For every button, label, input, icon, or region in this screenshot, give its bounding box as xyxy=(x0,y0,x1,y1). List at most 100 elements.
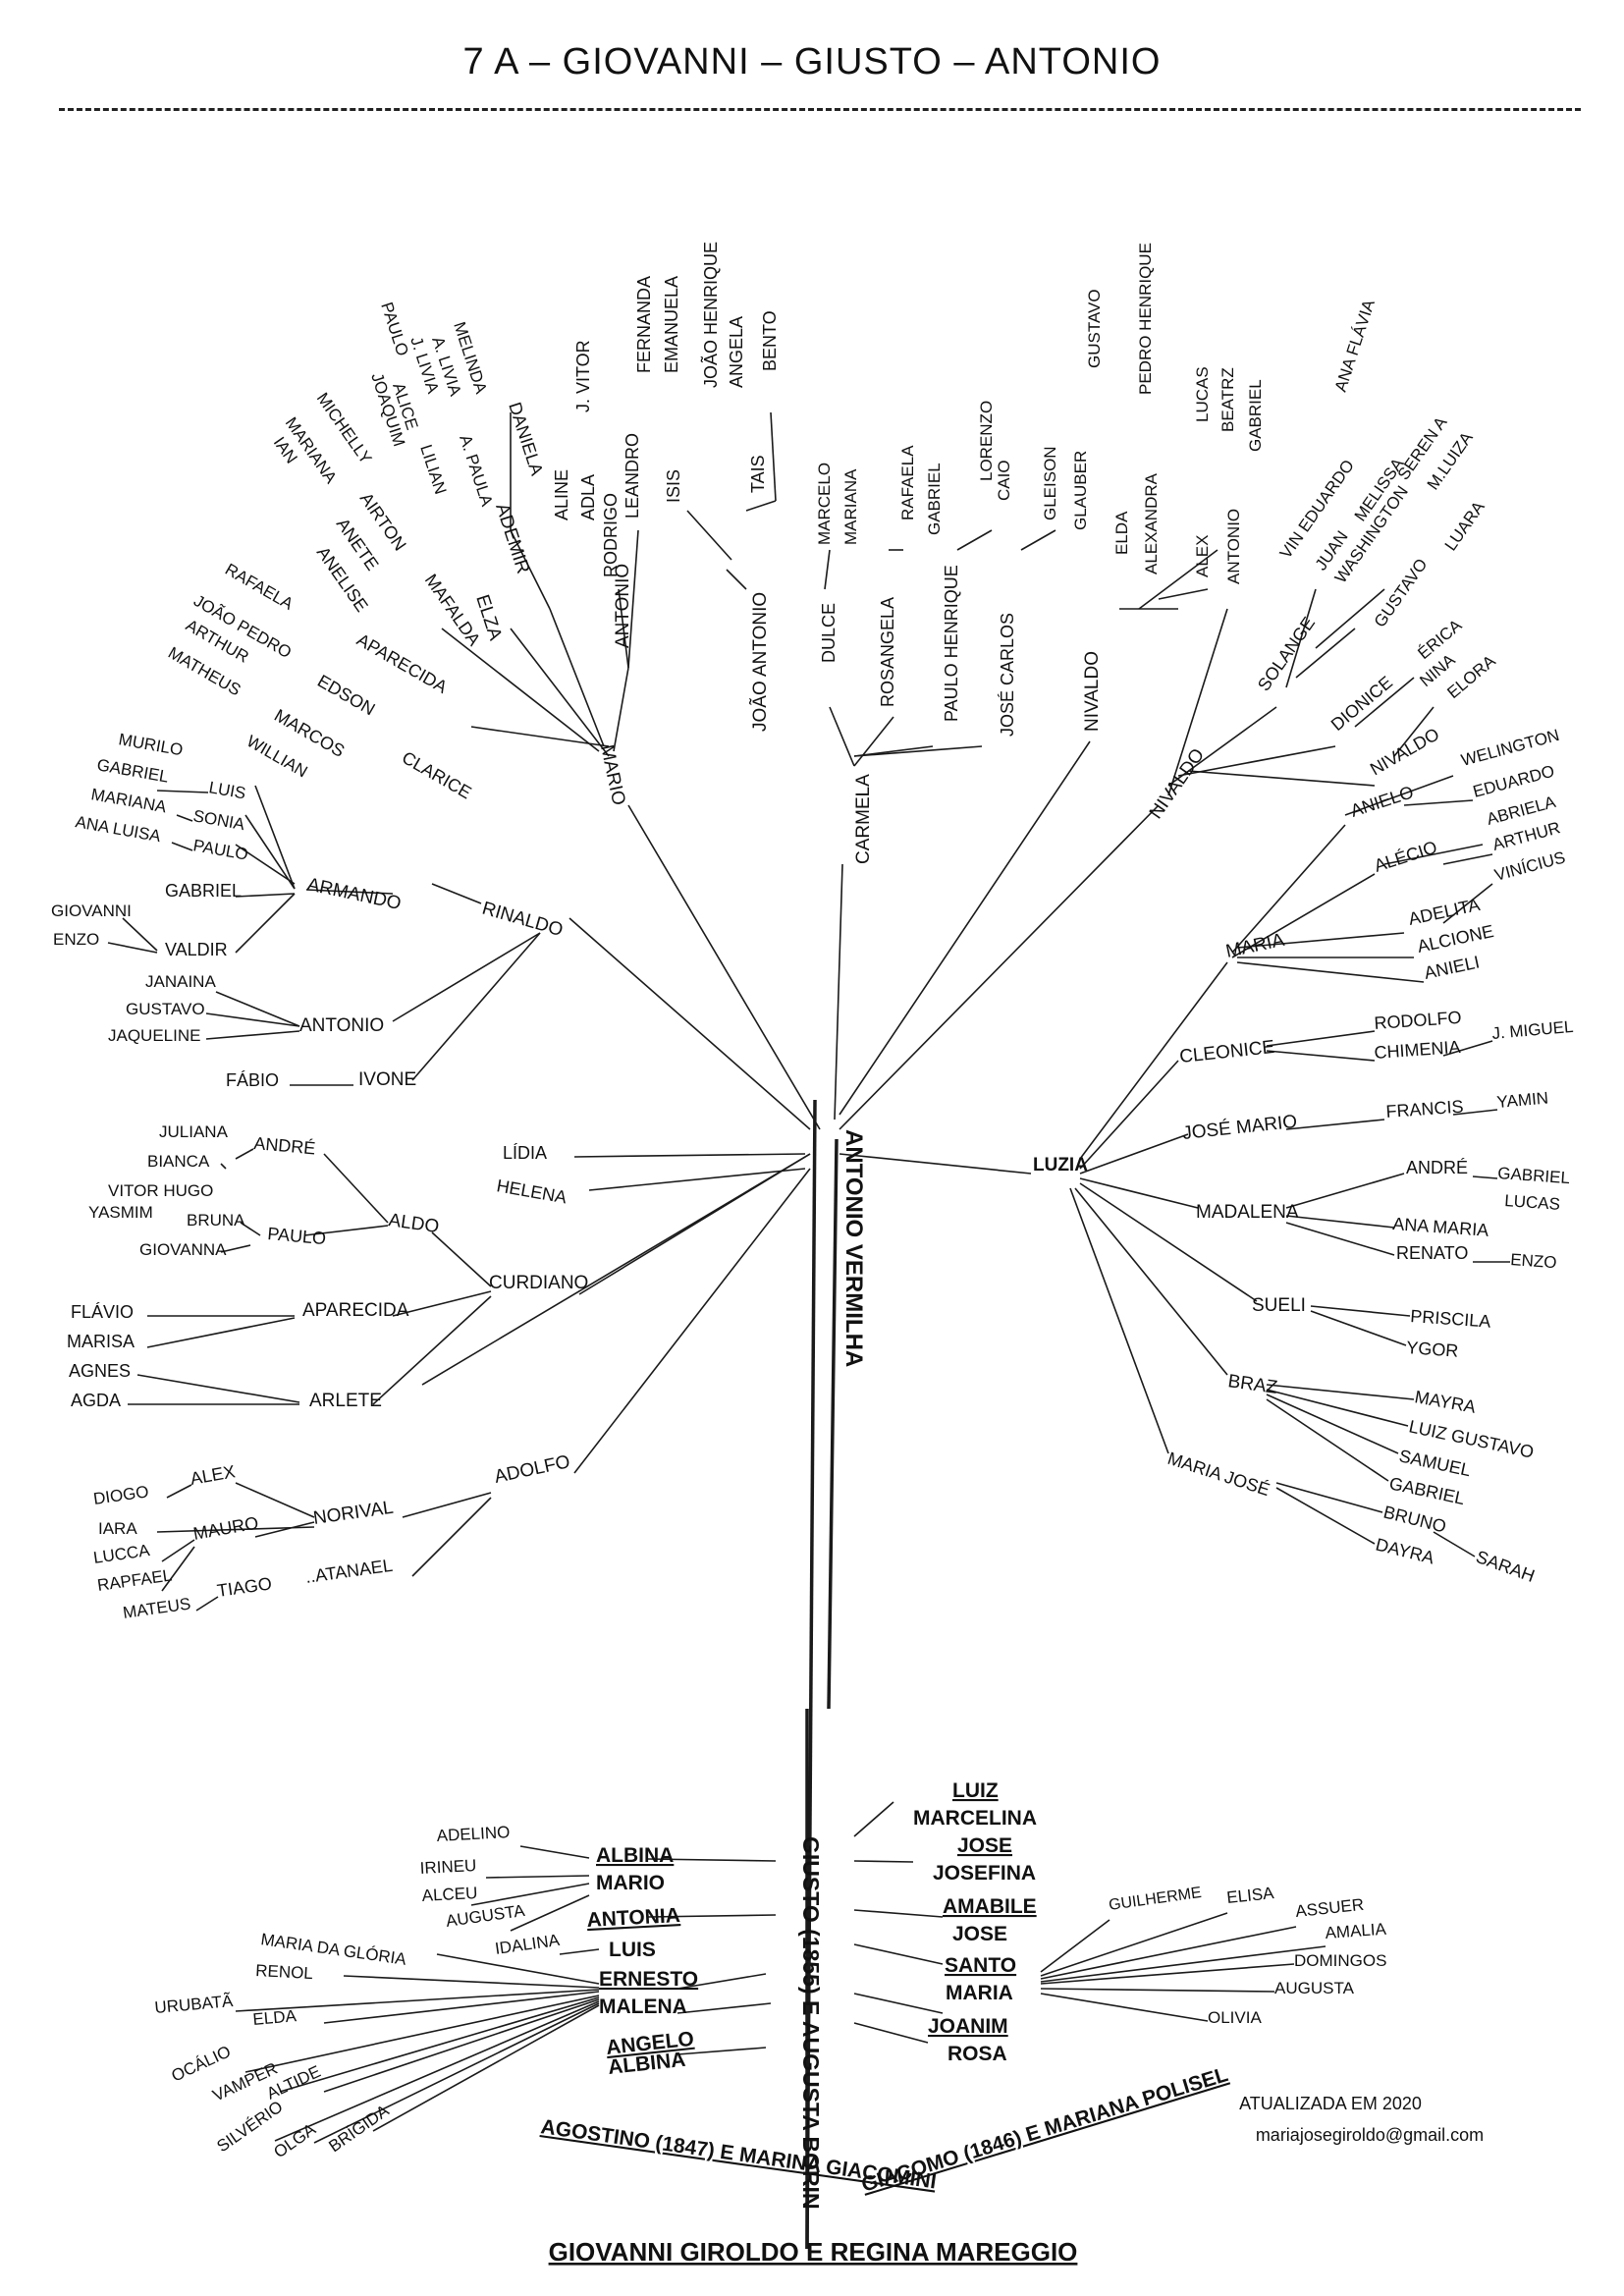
tree-connector-line xyxy=(166,1484,192,1499)
tree-connector-line xyxy=(1040,1963,1295,1985)
person-name-lucas-r: LUCAS xyxy=(1504,1191,1561,1214)
person-name-rosangela: ROSANGELA xyxy=(878,597,897,707)
tree-connector-line xyxy=(1275,1482,1383,1513)
tree-connector-line xyxy=(1158,588,1209,600)
tree-connector-line xyxy=(1266,1030,1376,1047)
tree-connector-line xyxy=(853,1860,914,1863)
person-name-olivia: OLIVIA xyxy=(1208,2008,1262,2027)
tree-connector-line xyxy=(1315,588,1385,649)
person-name-gustavo-top: GUSTAVO xyxy=(1085,289,1104,368)
person-name-ygor: YGOR xyxy=(1406,1338,1459,1361)
tree-connector-line xyxy=(1040,1912,1228,1977)
tree-connector-line xyxy=(1393,706,1435,757)
tree-connector-line xyxy=(235,844,296,885)
person-name-dionice: DIONICE xyxy=(1327,673,1396,736)
tree-connector-line xyxy=(1266,1389,1409,1427)
person-name-olga: OLGA xyxy=(270,2119,319,2161)
person-name-gabriel-top: GABRIEL xyxy=(1246,379,1265,452)
tree-connector-line xyxy=(588,1168,806,1191)
person-name-joao-henrique: JOÃO HENRIQUE xyxy=(700,242,721,388)
person-name-albina: ALBINA xyxy=(596,1844,674,1867)
person-name-lucca: LUCCA xyxy=(92,1541,151,1567)
person-name-assuer: ASSUER xyxy=(1294,1895,1365,1921)
tree-connector-line xyxy=(274,2000,600,2142)
tree-connector-line xyxy=(745,500,777,512)
tree-connector-line xyxy=(392,1290,492,1317)
person-name-diogo: DIOGO xyxy=(92,1482,150,1508)
person-name-paulo-l2: PAULO xyxy=(267,1224,327,1248)
tree-connector-line xyxy=(1079,1182,1258,1302)
person-name-lilian: LILIAN xyxy=(416,442,450,496)
person-name-joao-antonio: JOÃO ANTONIO xyxy=(749,592,771,732)
tree-connector-line xyxy=(1079,1177,1199,1209)
person-name-atanael: ..ATANAEL xyxy=(304,1556,394,1587)
tree-connector-line xyxy=(215,991,300,1027)
person-name-edson: EDSON xyxy=(314,671,378,719)
person-name-priscila: PRISCILA xyxy=(1410,1306,1491,1332)
person-name-antonio-l: ANTONIO xyxy=(299,1015,384,1036)
person-name-mariana-mid: MARIANA xyxy=(841,468,860,545)
person-name-angela-top: ANGELA xyxy=(727,316,746,388)
person-name-roots: GIOVANNI GIROLDO E REGINA MAREGGIO xyxy=(549,2237,1078,2267)
tree-connector-line xyxy=(853,1909,944,1918)
person-name-vitor-hugo: VITOR HUGO xyxy=(108,1181,213,1200)
tree-connector-line xyxy=(1383,844,1484,865)
person-name-adelino: ADELINO xyxy=(436,1823,511,1845)
person-name-iara: IARA xyxy=(98,1519,137,1538)
person-name-caio: CAIO xyxy=(995,460,1013,501)
tree-connector-line xyxy=(827,1138,839,1710)
tree-connector-line xyxy=(240,1222,261,1236)
tree-connector-line xyxy=(1442,883,1493,924)
tree-connector-line xyxy=(205,1030,300,1040)
tree-connector-line xyxy=(279,1996,600,2093)
person-name-joanim: JOANIM xyxy=(928,2015,1008,2038)
tree-connector-line xyxy=(171,842,193,851)
person-name-yamin: YAMIN xyxy=(1496,1088,1549,1112)
tree-connector-line xyxy=(436,1953,600,1985)
person-name-j-vitor: J. VITOR xyxy=(573,340,593,412)
tree-connector-line xyxy=(1138,549,1218,610)
tree-connector-line xyxy=(1266,1398,1389,1482)
person-name-tiago: TIAGO xyxy=(216,1573,273,1601)
tree-connector-line xyxy=(1295,628,1356,679)
tree-connector-line xyxy=(853,2022,929,2044)
tree-connector-line xyxy=(834,863,843,1121)
tree-connector-line xyxy=(235,1482,315,1518)
person-name-flavio: FLÁVIO xyxy=(71,1302,134,1322)
person-name-alcione: ALCIONE xyxy=(1416,921,1495,957)
tree-connector-line xyxy=(1167,706,1277,787)
person-name-ademir: ADEMIR xyxy=(491,501,533,576)
person-name-ocalio: OCÁLIO xyxy=(169,2042,234,2085)
person-name-jose-mario: JOSÉ MARIO xyxy=(1181,1112,1298,1144)
person-name-elda-top: ELDA xyxy=(1112,511,1131,555)
tree-connector-line xyxy=(1079,1060,1179,1170)
person-name-domingos: DOMINGOS xyxy=(1294,1951,1386,1970)
person-name-andre-l: ANDRÉ xyxy=(253,1133,317,1158)
tree-connector-line xyxy=(156,790,209,793)
person-name-adolfo: ADOLFO xyxy=(493,1451,572,1488)
person-name-glauber: GLAUBER xyxy=(1071,451,1090,530)
tree-connector-line xyxy=(161,1539,195,1562)
tree-connector-line xyxy=(549,608,605,747)
person-name-josefina: JOSEFINA xyxy=(933,1862,1036,1885)
person-name-rafaela-mid: RAFAELA xyxy=(898,445,917,520)
person-name-paulo-l: PAULO xyxy=(191,836,249,864)
tree-connector-line xyxy=(1020,529,1056,551)
person-name-irineu: IRINEU xyxy=(419,1856,477,1878)
tree-connector-line xyxy=(647,1914,777,1918)
person-name-rinaldo: RINALDO xyxy=(480,899,566,941)
tree-connector-line xyxy=(136,1374,300,1403)
person-name-nivaldo-top: NIVALDO xyxy=(1082,651,1103,732)
tree-connector-line xyxy=(1187,770,1376,787)
tree-connector-line xyxy=(305,889,394,895)
person-name-gleison: GLEISON xyxy=(1041,446,1059,520)
person-name-solange: SOLANGE xyxy=(1254,614,1319,695)
person-name-curdiano: CURDIANO xyxy=(489,1273,588,1293)
person-name-alex-top: ALEX xyxy=(1193,535,1212,577)
tree-connector-line xyxy=(323,1153,389,1224)
person-name-marcelo: MARCELO xyxy=(815,463,834,545)
person-name-bento: BENTO xyxy=(760,310,780,371)
person-name-gustavo-l: GUSTAVO xyxy=(126,1000,205,1018)
person-name-lucas-top: LUCAS xyxy=(1193,366,1212,422)
person-name-fernanda: FERNANDA xyxy=(634,276,654,373)
